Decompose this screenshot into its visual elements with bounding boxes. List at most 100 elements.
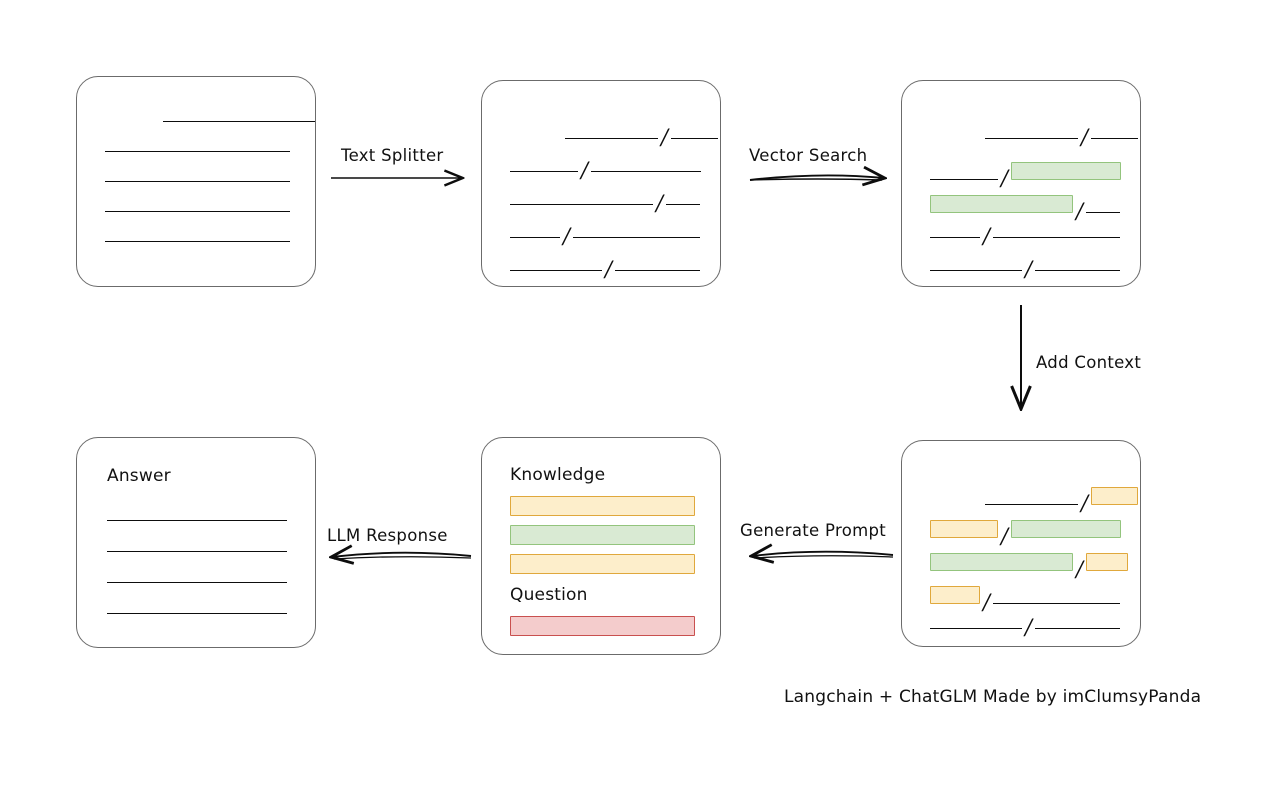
slash-separator: /: [1081, 125, 1089, 149]
prompt-bar-yellow: [510, 496, 695, 516]
text-line: [107, 519, 287, 521]
document-row: [105, 180, 290, 182]
text-line: [1035, 627, 1121, 629]
text-line: [510, 236, 560, 238]
highlight-chip-green: [1011, 162, 1122, 180]
text-line: [1091, 137, 1139, 139]
slash-separator: /: [983, 224, 991, 248]
text-line: [105, 240, 290, 242]
document-row: [105, 240, 290, 242]
document-row: /: [985, 487, 1139, 515]
text-line: [105, 180, 290, 182]
text-line: [930, 627, 1022, 629]
slash-separator: /: [1025, 257, 1033, 281]
document-row: /: [510, 257, 701, 281]
text-line: [671, 137, 719, 139]
text-line: [510, 269, 602, 271]
slash-separator: /: [983, 590, 991, 614]
edge-label-llm-response: LLM Response: [327, 526, 448, 545]
document-row: /: [930, 615, 1121, 639]
document-row: /: [930, 257, 1121, 281]
text-line: [107, 581, 287, 583]
text-line: [666, 203, 701, 205]
text-line: [591, 170, 702, 172]
text-line: [930, 236, 980, 238]
document-row: /: [930, 553, 1129, 581]
text-line: [565, 137, 658, 139]
highlight-chip-yellow: [1091, 487, 1139, 505]
edge-label-add-context: Add Context: [1036, 353, 1142, 372]
highlight-chip-green: [1011, 520, 1122, 538]
document-row: /: [930, 195, 1121, 223]
document-row: [107, 612, 287, 614]
text-line: [510, 170, 578, 172]
document-row: /: [930, 162, 1122, 190]
edge-llm-response: [332, 553, 472, 559]
diagram-caption: Langchain + ChatGLM Made by imClumsyPand…: [784, 687, 1202, 707]
question-label: Question: [510, 585, 588, 605]
document-row: /: [930, 586, 1121, 614]
slash-separator: /: [656, 191, 664, 215]
edge-label-text-splitter: Text Splitter: [341, 146, 444, 165]
answer-label: Answer: [107, 466, 171, 486]
text-line: [105, 210, 290, 212]
edge-vector-search: [749, 175, 884, 180]
text-line: [615, 269, 701, 271]
highlight-chip-yellow: [1086, 553, 1129, 571]
highlight-chip-yellow: [930, 520, 998, 538]
document-row: [107, 550, 287, 552]
text-line: [573, 236, 701, 238]
text-line: [993, 236, 1121, 238]
edge-label-vector-search: Vector Search: [749, 146, 868, 165]
document-row: [163, 120, 315, 122]
document-row: /: [510, 191, 701, 215]
document-row: /: [985, 125, 1139, 149]
prompt-bar-red: [510, 616, 695, 636]
node-source-document[interactable]: [76, 76, 316, 287]
text-line: [993, 602, 1121, 604]
document-row: [105, 150, 290, 152]
text-line: [930, 269, 1022, 271]
slash-separator: /: [1076, 557, 1084, 581]
text-line: [105, 150, 290, 152]
slash-separator: /: [563, 224, 571, 248]
prompt-bar-yellow: [510, 554, 695, 574]
node-vector-matches[interactable]: / / / / /: [901, 80, 1141, 287]
slash-separator: /: [1001, 166, 1009, 190]
slash-separator: /: [1025, 615, 1033, 639]
text-line: [930, 178, 998, 180]
edge-label-generate-prompt: Generate Prompt: [740, 521, 886, 540]
slash-separator: /: [581, 158, 589, 182]
knowledge-label: Knowledge: [510, 465, 606, 485]
highlight-chip-yellow: [930, 586, 980, 604]
document-row: /: [930, 520, 1122, 548]
prompt-bar-green: [510, 525, 695, 545]
document-row: [105, 210, 290, 212]
node-context-added[interactable]: / / / / /: [901, 440, 1141, 647]
text-line: [1035, 269, 1121, 271]
node-prompt[interactable]: Knowledge Question: [481, 437, 721, 655]
document-row: [107, 519, 287, 521]
slash-separator: /: [661, 125, 669, 149]
highlight-chip-green: [930, 195, 1073, 213]
text-line: [985, 137, 1078, 139]
slash-separator: /: [1081, 491, 1089, 515]
text-line: [163, 120, 315, 122]
document-row: /: [565, 125, 719, 149]
slash-separator: /: [1001, 524, 1009, 548]
text-line: [1086, 211, 1121, 213]
document-row: /: [510, 158, 702, 182]
document-row: /: [930, 224, 1121, 248]
text-line: [985, 503, 1078, 505]
node-split-chunks[interactable]: / / / / /: [481, 80, 721, 287]
slash-separator: /: [1076, 199, 1084, 223]
text-line: [510, 203, 653, 205]
highlight-chip-green: [930, 553, 1073, 571]
slash-separator: /: [605, 257, 613, 281]
edge-generate-prompt: [752, 552, 894, 558]
text-line: [107, 550, 287, 552]
node-answer[interactable]: Answer: [76, 437, 316, 648]
document-row: [107, 581, 287, 583]
text-line: [107, 612, 287, 614]
